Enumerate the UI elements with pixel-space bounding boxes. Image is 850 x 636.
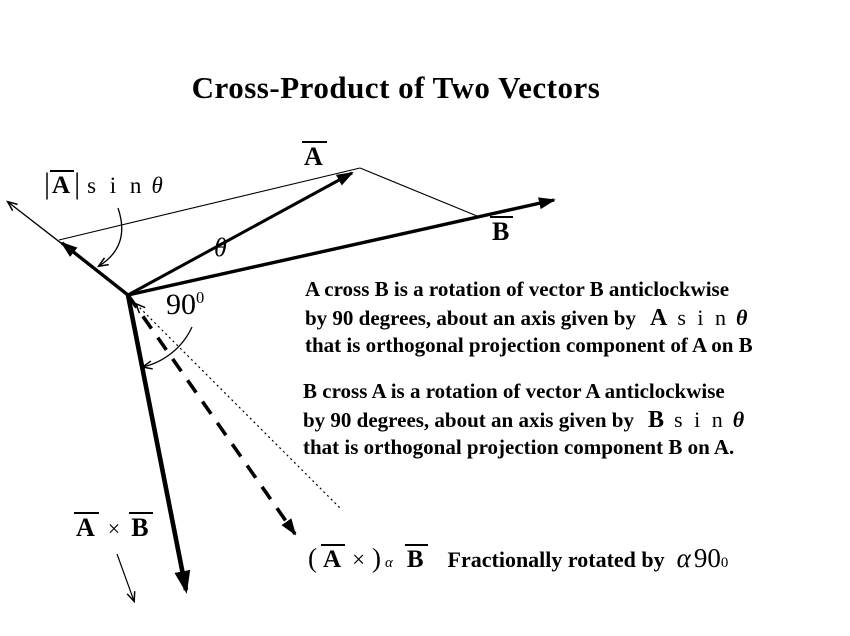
a-cross-b-leader-arrow (116, 553, 136, 604)
right-angle-label: 900 (166, 288, 205, 321)
parallel-construction-line (58, 167, 361, 241)
formula-vector-a: A (321, 544, 346, 572)
theta-label: θ (214, 233, 227, 262)
a-cross-b-arrow (125, 294, 191, 594)
fractionally-rotated-b-arrow (126, 293, 297, 536)
inline-math-theta: θ (736, 304, 748, 330)
explanation-b-cross-a: B cross A is a rotation of vector A anti… (303, 378, 823, 462)
fractional-caption: Fractionally rotated by (447, 547, 665, 572)
explanation-line: that is orthogonal projection component … (305, 333, 753, 357)
vector-a-label: A (302, 141, 327, 172)
explanation-line: A cross B is a rotation of vector B anti… (305, 277, 730, 301)
inline-math-sin: s i n (674, 406, 726, 432)
explanation-line: that is orthogonal projection component … (303, 435, 735, 459)
a-sin-theta-leader-arrow (96, 207, 123, 268)
a-sin-theta-component-arrow (60, 241, 130, 297)
inline-math-vector: A (650, 304, 668, 331)
explanation-a-cross-b: A cross B is a rotation of vector B anti… (305, 276, 825, 360)
rotation-arc (140, 326, 193, 370)
inline-math-theta: θ (732, 406, 745, 432)
close-paren: ) (372, 543, 382, 573)
dotted-guide-line (134, 302, 341, 509)
explanation-line: B cross A is a rotation of vector A anti… (303, 379, 725, 403)
ninety-value: 90 (693, 543, 721, 573)
page-title: Cross-Product of Two Vectors (191, 70, 601, 105)
vector-b-arrow (127, 197, 556, 297)
vector-b-label: B (490, 216, 514, 247)
projection-construction-line (359, 167, 478, 217)
times-sign: × (107, 516, 121, 541)
vector-a-arrow (127, 171, 354, 297)
inline-math-sin: s i n (677, 304, 730, 330)
inline-math-vector: B (648, 406, 665, 433)
formula-vector-b: B (404, 544, 428, 572)
open-paren: ( (308, 543, 317, 573)
a-cross-b-label: A×B (74, 512, 153, 542)
times-sign: × (352, 547, 366, 572)
alpha-symbol: α (676, 543, 691, 573)
